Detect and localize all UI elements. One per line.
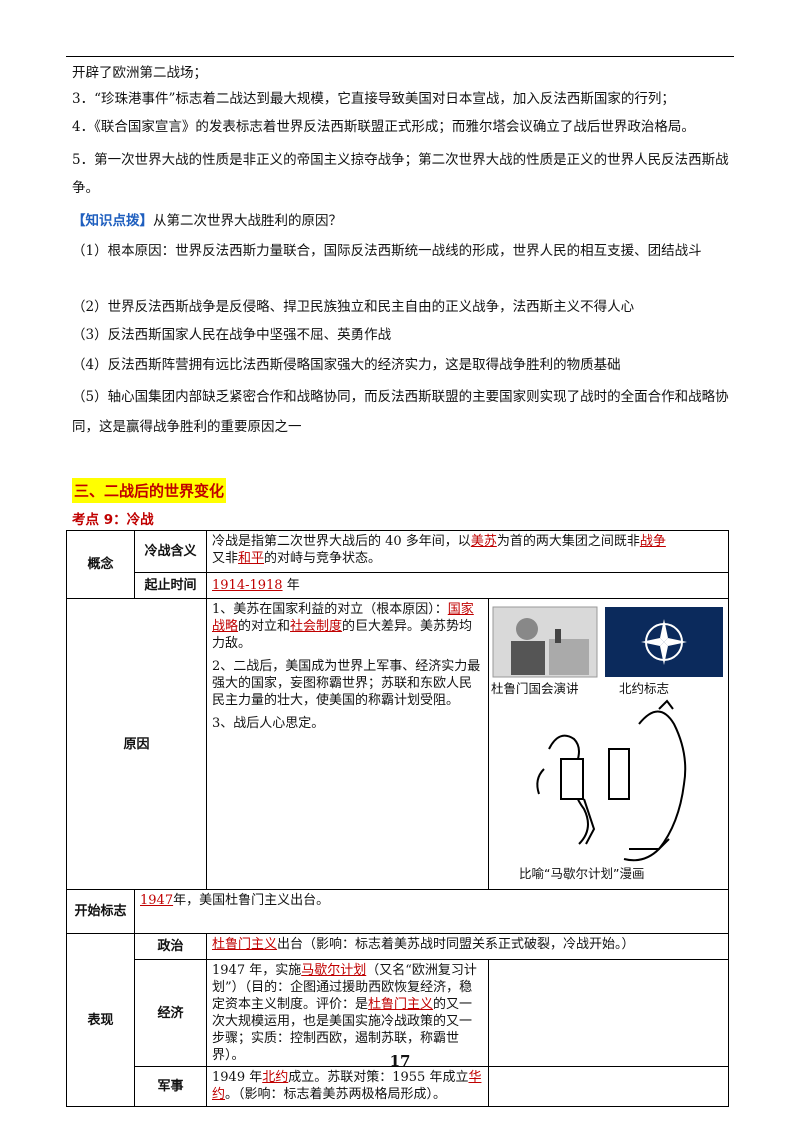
cold-war-table: 概念 冷战含义 冷战是指第二次世界大战后的 40 多年间，以美苏为首的两大集团之… (66, 530, 730, 1107)
blank-answer: 1947 (140, 893, 174, 908)
military-label: 军事 (134, 1066, 207, 1107)
military-blank (488, 1066, 730, 1107)
tip-heading: 【知识点拨】从第二次世界大战胜利的原因？ (72, 208, 734, 234)
blank-answer: 杜鲁门主义 (212, 937, 278, 952)
tip-point-2: （2）世界反法西斯战争是反侵略、捍卫民族独立和民主自由的正义战争，法西斯主义不得… (72, 299, 635, 315)
military-text: 1949 年北约成立。苏联对策：1955 年成立华约。（影响：标志着美苏两极格局… (206, 1066, 489, 1107)
start-label: 开始标志 (66, 889, 135, 934)
blank-answer: 1914-1918 (212, 578, 283, 593)
blank-answer: 马歇尔计划 (301, 963, 367, 978)
cause-label: 原因 (66, 598, 207, 890)
caption-nato: 北约标志 (619, 681, 670, 696)
blank-answer: 杜鲁门主义 (368, 997, 434, 1012)
economy-label: 经济 (134, 959, 207, 1067)
tip-point-5: （5）轴心国集团内部缺乏紧密合作和战略协同，而反法西斯联盟的主要国家则实现了战时… (72, 389, 729, 435)
marshall-cartoon (536, 699, 687, 862)
blank-answer: 美苏 (470, 534, 497, 549)
economy-text: 1947 年，实施马歇尔计划（又名“欧洲复习计划”）（目的：企图通过援助西欧恢复… (206, 959, 489, 1067)
time-label: 起止时间 (134, 572, 207, 599)
intro-line: 开辟了欧洲第二战场； (72, 65, 207, 81)
truman-photo (492, 606, 598, 678)
tip-point-3: （3）反法西斯国家人民在战争中坚强不屈、英勇作战 (72, 327, 392, 343)
kaodian-title: 考点 9：冷战 (72, 512, 154, 528)
intro-item-5: 5．第一次世界大战的性质是非正义的帝国主义掠夺战争；第二次世界大战的性质是正义的… (72, 152, 729, 196)
intro-item-4: 4．《联合国家宣言》的发表标志着世界反法西斯联盟正式形成；而雅尔塔会议确立了战后… (72, 119, 695, 135)
cause-text: 1、美苏在国家利益的对立（根本原因）：国家战略的对立和社会制度的巨大差异。美苏势… (206, 598, 489, 890)
tip-label: 【知识点拨】 (72, 213, 153, 229)
tip-point-1: （1）根本原因：世界反法西斯力量联合，国际反法西斯统一战线的形成，世界人民的相互… (72, 243, 702, 259)
definition-text: 冷战是指第二次世界大战后的 40 多年间，以美苏为首的两大集团之间既非战争又非和… (205, 530, 730, 573)
blank-answer: 北约 (262, 1070, 289, 1085)
caption-cartoon: 比喻“马歇尔计划”漫画 (519, 866, 645, 881)
tip-point-4: （4）反法西斯阵营拥有远比法西斯侵略国家强大的经济实力，这是取得战争胜利的物质基… (72, 357, 621, 373)
economy-blank (488, 959, 730, 1067)
blank-answer: 国家战略 (212, 602, 474, 634)
blank-answer: 和平 (238, 551, 265, 566)
intro-item-3: 3．“珍珠港事件”标志着二战达到最大规模，它直接导致美国对日本宣战，加入反法西斯… (72, 91, 675, 107)
politics-text: 杜鲁门主义出台（影响：标志着美苏战时同盟关系正式破裂，冷战开始。） (205, 933, 730, 960)
start-text: 1947年，美国杜鲁门主义出台。 (133, 889, 730, 934)
tip-question: 从第二次世界大战胜利的原因？ (153, 213, 342, 229)
illustrations (492, 606, 723, 862)
time-value: 1914-1918 年 (205, 572, 730, 599)
page-number: 17 (389, 1052, 411, 1070)
nato-logo (605, 607, 723, 677)
blank-answer: 华约 (212, 1070, 482, 1102)
header-rule (66, 56, 734, 57)
politics-label: 政治 (134, 933, 207, 960)
blank-answer: 战争 (639, 534, 666, 549)
cause-images: 杜鲁门国会演讲 北约标志 比喻“马歇尔计划”漫画 (487, 598, 730, 890)
concept-label: 概念 (66, 530, 135, 599)
definition-label: 冷战含义 (134, 530, 207, 573)
perf-label: 表现 (66, 933, 135, 1107)
caption-truman: 杜鲁门国会演讲 (491, 681, 579, 696)
blank-answer: 社会制度 (290, 619, 343, 634)
section-title: 三、二战后的世界变化 (72, 478, 227, 503)
